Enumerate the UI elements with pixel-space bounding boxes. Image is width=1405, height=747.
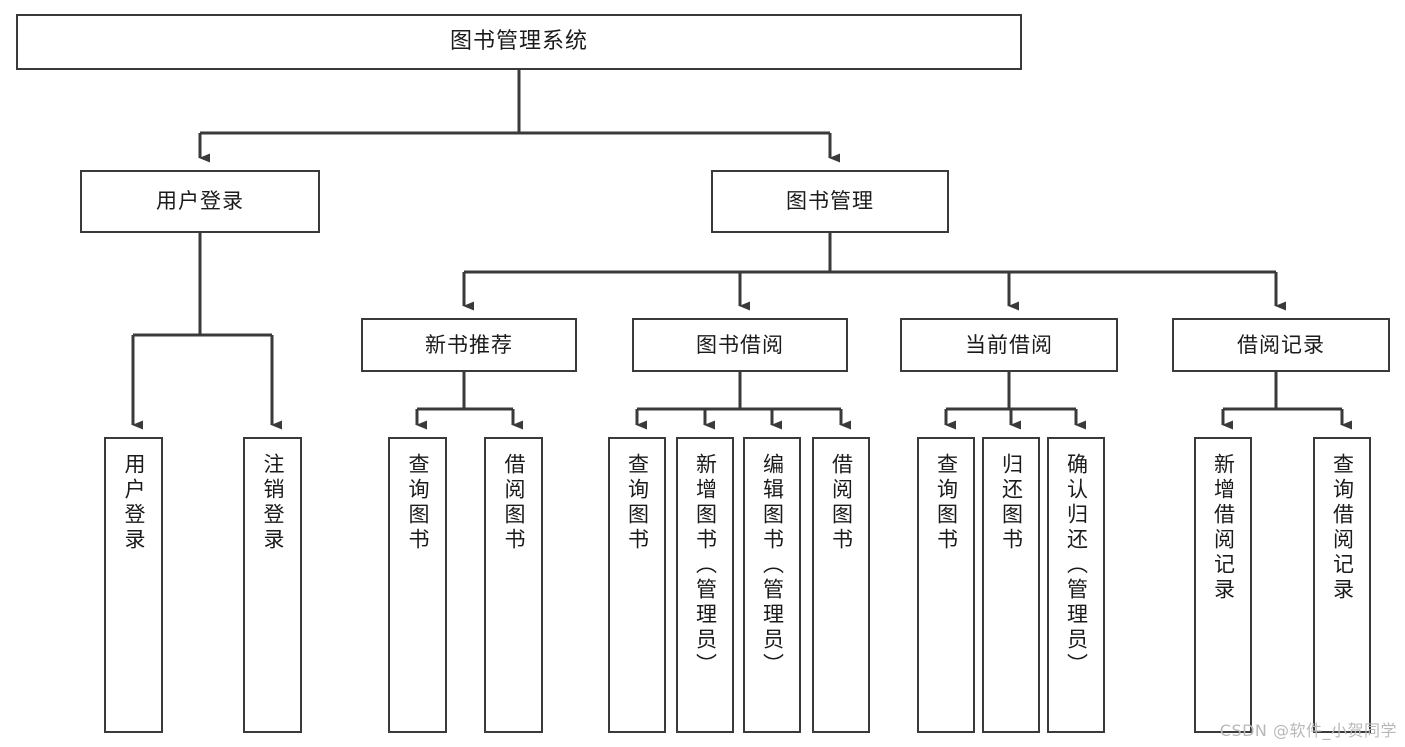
- node-label: 图书借阅: [696, 332, 784, 357]
- node-label: 查询图书: [934, 453, 959, 553]
- node-label: 新增图书（管理员）: [693, 453, 718, 678]
- node-label: 查询图书: [406, 453, 431, 553]
- leaf-book-borrow-borrow-book[interactable]: 借阅图书: [812, 437, 870, 733]
- node-label: 借阅图书: [502, 453, 527, 553]
- node-label: 编辑图书（管理员）: [760, 453, 785, 678]
- node-new-book-recommend[interactable]: 新书推荐: [361, 318, 577, 372]
- watermark-text: CSDN @软件_小贺同学: [1219, 721, 1397, 740]
- leaf-book-borrow-add-book-admin[interactable]: 新增图书（管理员）: [676, 437, 734, 733]
- leaf-borrow-record-query-record[interactable]: 查询借阅记录: [1313, 437, 1371, 733]
- leaf-book-borrow-edit-book-admin[interactable]: 编辑图书（管理员）: [743, 437, 801, 733]
- leaf-current-borrow-return-book[interactable]: 归还图书: [982, 437, 1040, 733]
- node-label: 归还图书: [999, 453, 1024, 553]
- node-label: 用户登录: [156, 189, 244, 214]
- node-label: 借阅图书: [829, 453, 854, 553]
- node-label: 图书管理: [786, 189, 874, 214]
- leaf-book-borrow-query-book[interactable]: 查询图书: [608, 437, 666, 733]
- leaf-current-borrow-query-book[interactable]: 查询图书: [917, 437, 975, 733]
- node-label: 新增借阅记录: [1211, 453, 1236, 603]
- node-book-management[interactable]: 图书管理: [711, 170, 949, 233]
- leaf-user-login-logout[interactable]: 注销登录: [243, 437, 302, 733]
- node-user-login[interactable]: 用户登录: [80, 170, 320, 233]
- node-label: 新书推荐: [425, 332, 513, 357]
- leaf-current-borrow-confirm-return-admin[interactable]: 确认归还（管理员）: [1047, 437, 1105, 733]
- node-label: 用户登录: [122, 453, 147, 553]
- leaf-user-login-login[interactable]: 用户登录: [104, 437, 163, 733]
- node-label: 确认归还（管理员）: [1064, 453, 1089, 678]
- node-label: 当前借阅: [965, 332, 1053, 357]
- node-root-book-management-system[interactable]: 图书管理系统: [16, 14, 1022, 70]
- node-label: 查询图书: [625, 453, 650, 553]
- node-current-borrow[interactable]: 当前借阅: [900, 318, 1118, 372]
- leaf-borrow-record-add-record[interactable]: 新增借阅记录: [1194, 437, 1252, 733]
- node-label: 图书管理系统: [449, 29, 588, 55]
- leaf-new-book-borrow-book[interactable]: 借阅图书: [484, 437, 543, 733]
- node-label: 查询借阅记录: [1330, 453, 1355, 603]
- node-label: 借阅记录: [1237, 332, 1325, 357]
- node-borrow-record[interactable]: 借阅记录: [1172, 318, 1390, 372]
- node-label: 注销登录: [261, 453, 286, 553]
- leaf-new-book-query-book[interactable]: 查询图书: [388, 437, 447, 733]
- node-book-borrow[interactable]: 图书借阅: [632, 318, 848, 372]
